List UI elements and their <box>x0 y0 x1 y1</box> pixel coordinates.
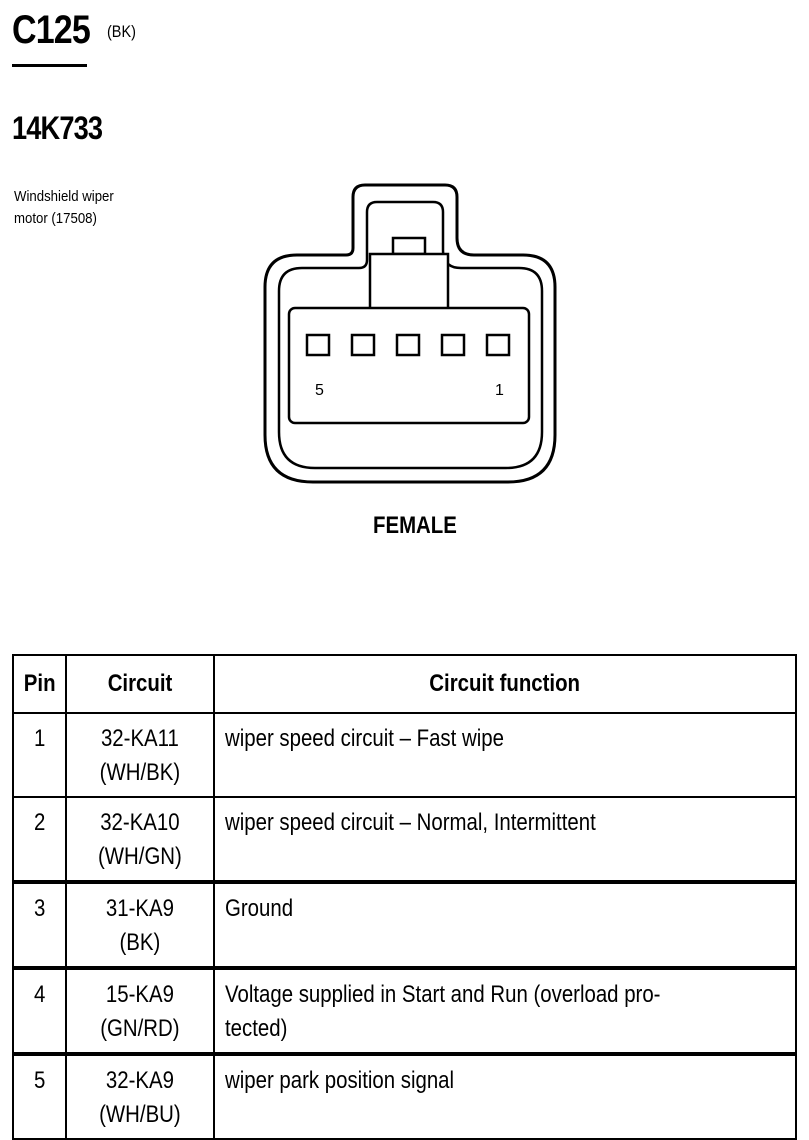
table-row: 3 31-KA9 (BK) Ground <box>11 880 797 969</box>
table-header-row: Pin Circuit Circuit function <box>11 654 797 714</box>
pin-cell: 3 <box>11 880 68 969</box>
connector-description: Windshield wiper motor (17508) <box>14 188 114 227</box>
circuit-cell: 31-KA9 (BK) <box>65 880 215 969</box>
column-header-circuit: Circuit <box>65 654 215 714</box>
table-row: 4 15-KA9 (GN/RD) Voltage supplied in Sta… <box>11 966 797 1055</box>
pin-cell: 2 <box>11 796 68 883</box>
pin-number-label: 1 <box>495 382 504 399</box>
function-cell: Ground <box>213 880 797 969</box>
circuit-cell: 15-KA9 (GN/RD) <box>65 966 215 1055</box>
pin-cavity <box>395 333 421 357</box>
table-row: 2 32-KA10 (WH/GN) wiper speed circuit – … <box>11 796 797 883</box>
pin-cavity <box>440 333 466 357</box>
pin-cell: 5 <box>11 1052 68 1140</box>
circuit-cell: 32-KA10 (WH/GN) <box>65 796 215 883</box>
function-cell: wiper park position signal <box>213 1052 797 1140</box>
pin-number-label: 5 <box>315 382 324 399</box>
part-number: 14K733 <box>12 110 103 146</box>
pin-cavity <box>305 333 331 357</box>
connector-color-code: (BK) <box>107 22 136 41</box>
pin-cell: 1 <box>11 712 68 798</box>
title-underline <box>12 64 87 67</box>
table-row: 5 32-KA9 (WH/BU) wiper park position sig… <box>11 1052 797 1140</box>
pin-cavity-area <box>287 306 531 425</box>
pin-cavity <box>350 333 376 357</box>
function-cell: wiper speed circuit – Normal, Intermitte… <box>213 796 797 883</box>
connector-outer-housing <box>263 183 557 484</box>
circuit-cell: 32-KA11 (WH/BK) <box>65 712 215 798</box>
pin-cavity <box>485 333 511 357</box>
function-cell: Voltage supplied in Start and Run (overl… <box>213 966 797 1055</box>
table-row: 1 32-KA11 (WH/BK) wiper speed circuit – … <box>11 712 797 798</box>
circuit-cell: 32-KA9 (WH/BU) <box>65 1052 215 1140</box>
connector-id: C125 <box>12 8 91 52</box>
connector-latch <box>391 236 427 256</box>
function-cell: wiper speed circuit – Fast wipe <box>213 712 797 798</box>
pin-table: Pin Circuit Circuit function 1 32-KA11 (… <box>11 654 797 1140</box>
connector-latch-tab <box>368 252 450 311</box>
pin-cell: 4 <box>11 966 68 1055</box>
connector-gender-label: FEMALE <box>373 512 457 539</box>
connector-face-diagram: 5 1 <box>263 183 557 484</box>
column-header-function: Circuit function <box>213 654 797 714</box>
column-header-pin: Pin <box>11 654 68 714</box>
